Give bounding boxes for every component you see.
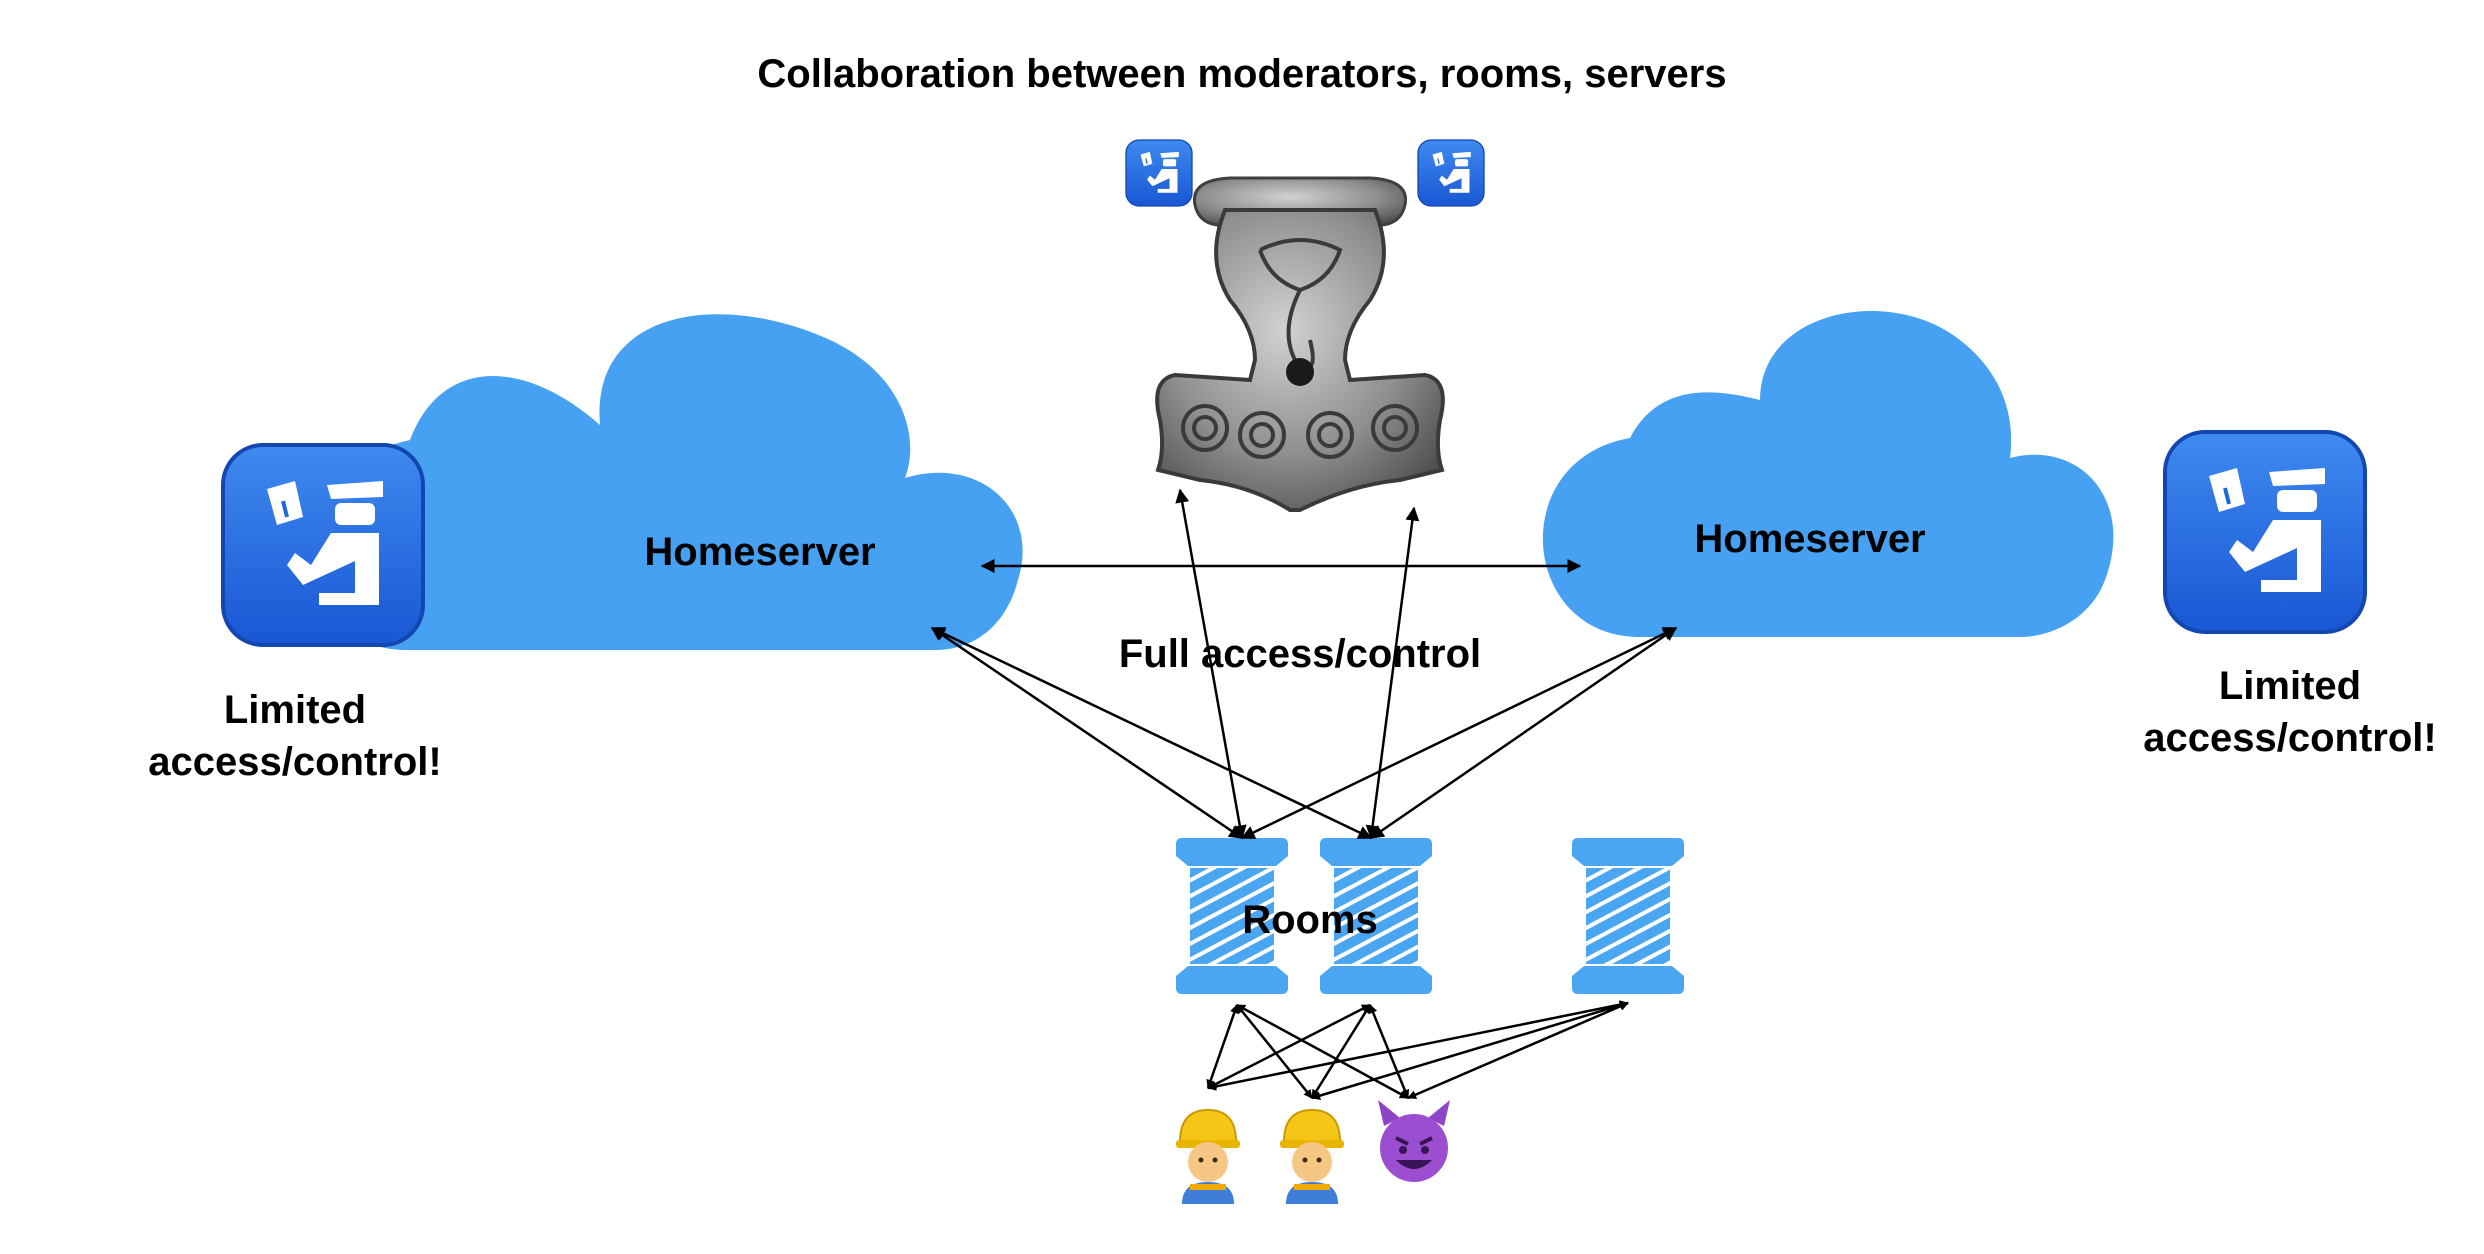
full-access-label: Full access/control [1118,632,1482,676]
rooms-label: Rooms [1242,898,1378,942]
moderator-right-caption-line1: Limited [2218,664,2362,708]
passport-control-icon [1125,139,1193,207]
moderator-right-caption-line2: access/control! [2143,716,2437,760]
worker-icon [1280,1108,1344,1204]
worker-icon [1176,1108,1240,1204]
room-spool-3 [1572,838,1684,994]
smiling-devil-icon [1378,1100,1450,1182]
moderator-left-caption: Limited access/control! [95,684,495,788]
page-title: Collaboration between moderators, rooms,… [757,52,1727,96]
passport-control-icon [2163,430,2367,634]
homeserver-right-label: Homeserver [1694,517,1926,561]
moderator-left-caption-line2: access/control! [148,740,442,784]
moderator-right-caption: Limited access/control! [2090,660,2484,764]
homeserver-right-cloud [1542,310,2114,637]
passport-control-icon [221,443,425,647]
connection-arrows [930,488,1678,1100]
passport-control-icon [1417,139,1485,207]
thor-hammer-pendant-icon [1155,176,1445,512]
homeserver-left-cloud [311,314,1023,650]
homeserver-left-label: Homeserver [644,530,876,574]
moderator-left-caption-line1: Limited [223,688,367,732]
